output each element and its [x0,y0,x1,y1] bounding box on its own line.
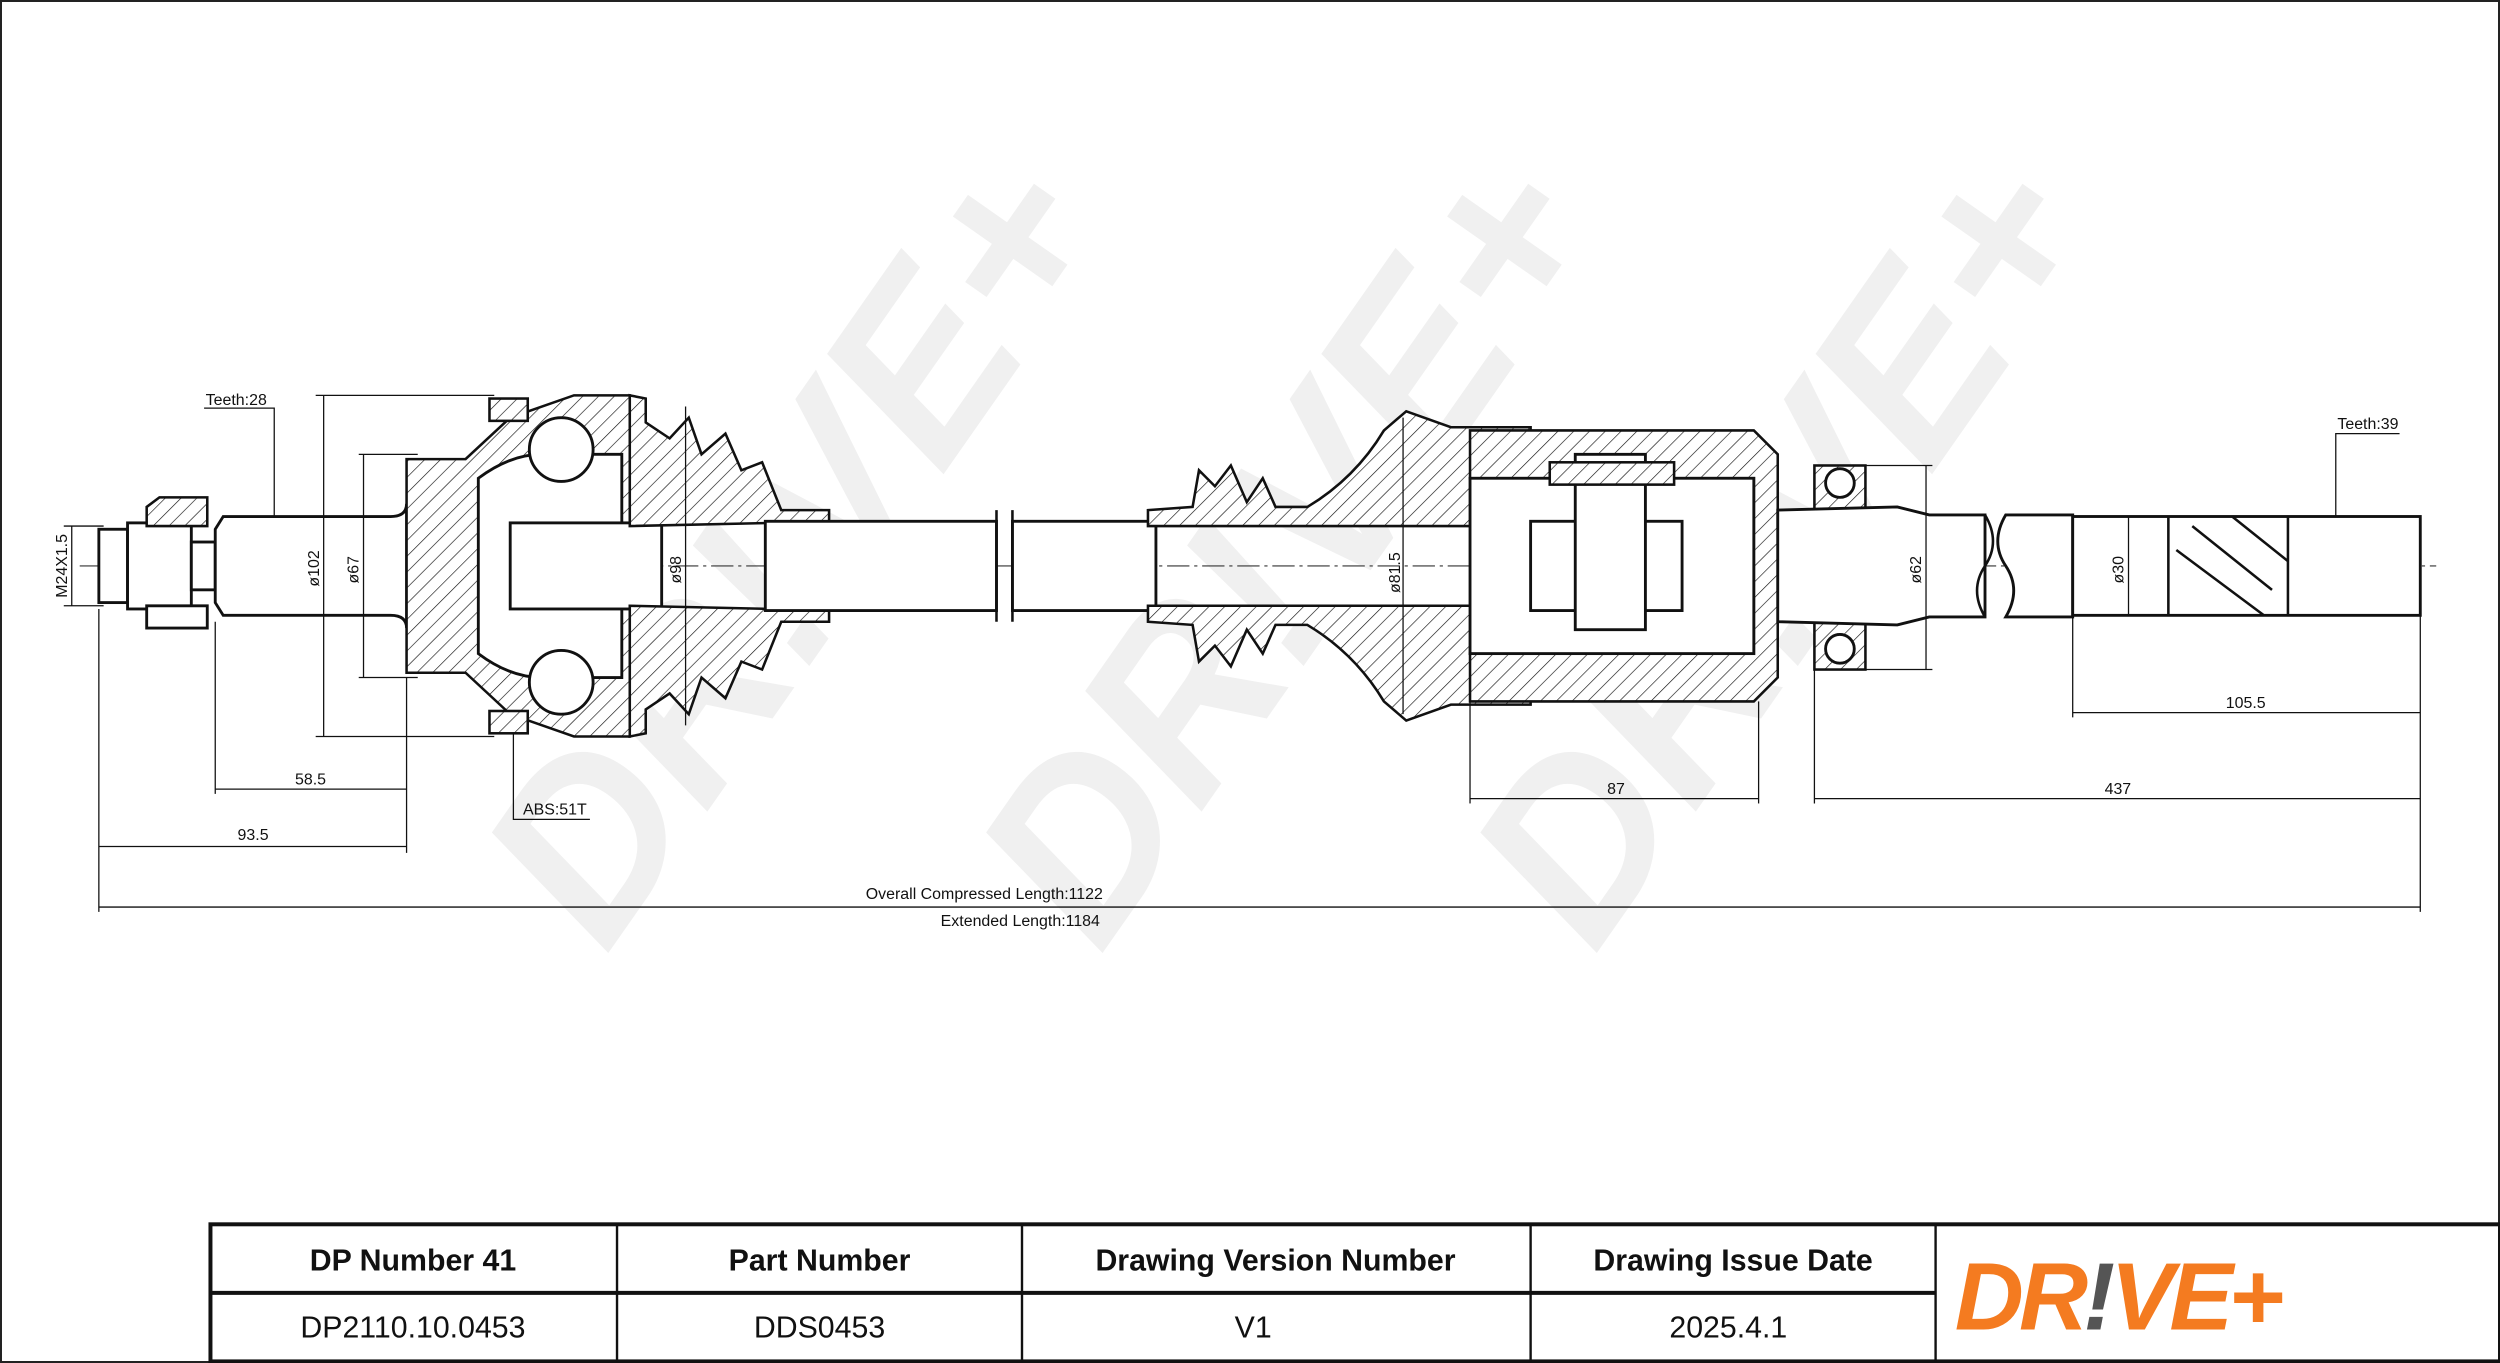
diameter-81-5-label: ø81.5 [1387,552,1404,593]
value-part-number: DDS0453 [754,1311,885,1344]
diameter-62-label: ø62 [1908,556,1925,584]
value-dp-number: DP2110.10.0453 [300,1311,525,1344]
header-issue-date: Drawing Issue Date [1593,1245,1872,1278]
title-block: DP Number 41 Part Number Drawing Version… [208,1222,2500,1363]
dim-105-5: 105.5 [2226,695,2266,712]
axle-nut [97,496,217,630]
dim-93-5: 93.5 [238,827,269,844]
overall-length-label: Overall Compressed Length:1122 [866,886,1103,903]
diameter-98-label: ø98 [668,556,685,584]
header-dp-number: DP Number 41 [310,1245,516,1278]
value-drawing-version: V1 [1235,1311,1272,1344]
right-stub [1776,505,1987,627]
brand-logo: DR!VE+ [1955,1244,2283,1351]
abs-label: ABS:51T [523,802,587,819]
extended-length-label: Extended Length:1184 [941,913,1100,930]
dim-58-5: 58.5 [295,771,326,788]
shaft-left [763,519,998,612]
shaft-right [1011,519,1158,612]
diameter-67-label: ø67 [346,556,363,584]
diameter-102-label: ø102 [306,550,323,586]
inner-boot-bottom [1146,604,1532,723]
dim-437: 437 [2105,781,2132,798]
header-part-number: Part Number [729,1245,911,1278]
right-spline [2071,515,2422,617]
inner-boot-top [1146,409,1532,528]
thread-label: M24X1.5 [54,534,71,598]
value-issue-date: 2025.4.1 [1669,1311,1787,1344]
drive-shaft [97,393,2422,739]
dim-87: 87 [1607,781,1625,798]
teeth-left-label: Teeth:28 [206,392,267,409]
header-drawing-version: Drawing Version Number [1095,1245,1455,1278]
spline-helix [2167,515,2290,617]
dimensions: M24X1.5 Teeth:28 ø102 ø67 ø98 ø81.5 ø62 … [54,392,2421,930]
diameter-30-label: ø30 [2111,556,2128,584]
teeth-right-label: Teeth:39 [2337,416,2398,433]
